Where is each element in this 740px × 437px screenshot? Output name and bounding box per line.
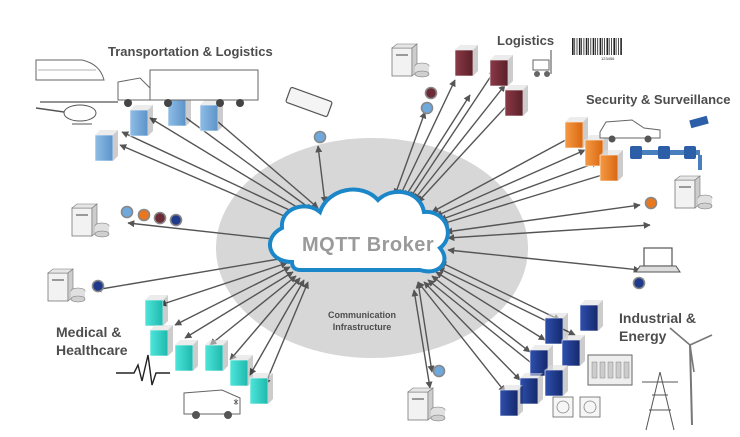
label-logistics: Logistics [497, 33, 555, 48]
sensor-dot-icon [137, 208, 151, 222]
label-medical-line2: Healthcare [56, 342, 128, 358]
sensor-dot-icon [120, 205, 134, 219]
wind-turbine-icon [669, 327, 713, 426]
bidirectional-arrow [127, 220, 283, 243]
server-icon [674, 175, 713, 210]
power-tower-icon [642, 371, 678, 431]
bidirectional-arrow [264, 281, 309, 386]
bidirectional-arrow [447, 221, 651, 242]
logistics-device-block [489, 55, 513, 87]
security-device-block [599, 150, 623, 182]
laptop-icon [635, 247, 681, 273]
transport-device-block [129, 105, 153, 137]
bidirectional-arrow [315, 145, 328, 204]
truck-icon [117, 69, 259, 107]
ecg-icon [116, 354, 170, 386]
sensor-dot-icon [91, 279, 105, 293]
label-medical-line1: Medical & [56, 324, 122, 340]
label-medical: Medical & Healthcare [56, 323, 128, 359]
industrial-device-block [519, 373, 543, 405]
medical-device-block [229, 355, 253, 387]
logistics-device-block [504, 85, 528, 117]
bidirectional-arrow [119, 144, 299, 223]
barcode-number: 123456 [601, 56, 615, 61]
bidirectional-arrow [447, 247, 641, 273]
server-icon [47, 268, 86, 303]
police-car-icon [599, 119, 661, 143]
gauge-icon [579, 396, 601, 418]
medical-device-block [144, 295, 168, 327]
logistics-device-block [454, 45, 478, 77]
sensor-dot-icon [420, 101, 434, 115]
transport-device-block [94, 130, 118, 162]
industrial-device-block [499, 385, 523, 417]
ambulance-icon [183, 389, 241, 419]
helicopter-icon [35, 101, 118, 125]
security-device-block [564, 117, 588, 149]
label-industrial-line2: Energy [619, 328, 667, 344]
infrastructure-line1: Communication [327, 310, 396, 320]
server-icon [71, 203, 110, 238]
forklift-icon [532, 50, 552, 77]
sensor-dot-icon [432, 364, 446, 378]
label-industrial: Industrial & Energy [619, 309, 696, 345]
pipeline-icon [630, 146, 702, 170]
label-transportation: Transportation & Logistics [108, 44, 273, 59]
server-icon [407, 387, 446, 422]
gauge-icon [552, 396, 574, 418]
sensor-dot-icon [153, 211, 167, 225]
icons-group [35, 38, 713, 431]
medical-device-block [149, 325, 173, 357]
label-security: Security & Surveillance [586, 92, 731, 107]
sensor-dot-icon [644, 196, 658, 210]
broker-label: MQTT Broker [302, 234, 435, 256]
train-icon [35, 59, 105, 81]
bidirectional-arrow [411, 289, 433, 389]
server-icon [391, 43, 430, 78]
sensor-dot-icon [169, 213, 183, 227]
sensor-dot-icon [424, 86, 438, 100]
infrastructure-line2: Infrastructure [332, 322, 392, 332]
cloud-icon [268, 187, 450, 274]
industrial-device-block [579, 300, 603, 332]
sensor-dot-icon [632, 276, 646, 290]
industrial-device-block [544, 365, 568, 397]
factory-panel-icon [587, 354, 633, 386]
tablet-icon [285, 86, 333, 118]
barcode-icon [572, 38, 622, 55]
arrows-group [94, 69, 651, 393]
sensor-dot-icon [313, 130, 327, 144]
medical-device-block [249, 373, 273, 405]
label-industrial-line1: Industrial & [619, 310, 697, 326]
infrastructure-label: Communication Infrastructure [320, 309, 404, 333]
industrial-device-block [561, 335, 585, 367]
medical-device-block [204, 340, 228, 372]
medical-device-block [174, 340, 198, 372]
camera-icon [689, 115, 709, 129]
